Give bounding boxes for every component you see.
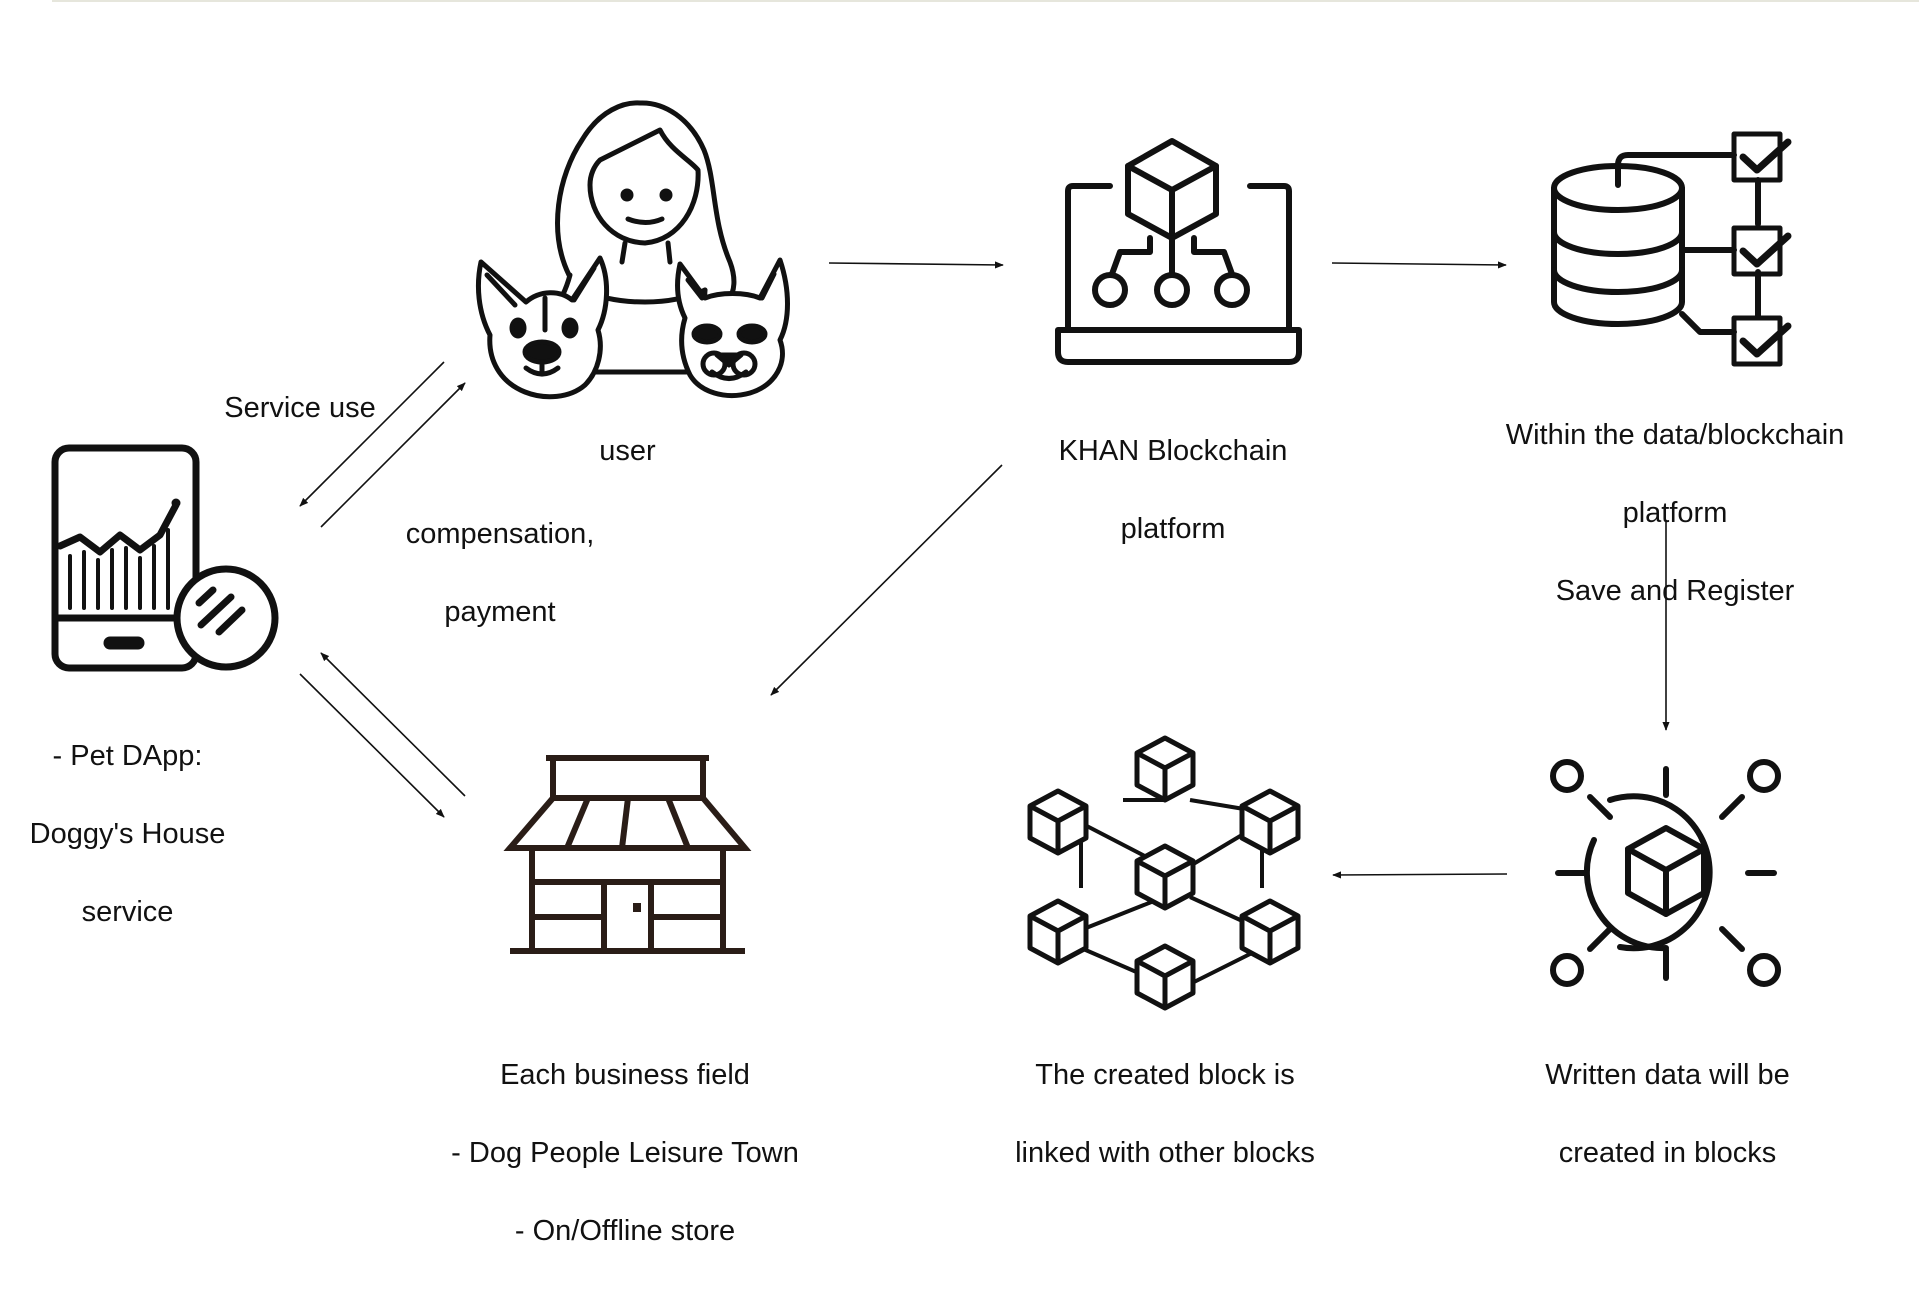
label-linked-blocks-line-2: linked with other blocks [1015, 1137, 1315, 1169]
edge-block-creation-to-linked-blocks [1332, 871, 1508, 879]
label-store-line-2: - Dog People Leisure Town [451, 1137, 799, 1169]
label-database-line-3: Save and Register [1555, 575, 1795, 607]
edge-label-compensation: compensation, payment [380, 476, 620, 671]
edge-label-service-use: Service use [195, 350, 405, 467]
label-store: Each business field - Dog People Leisure… [430, 1017, 820, 1290]
label-user: user [555, 393, 700, 510]
laptop-blockchain-icon [1055, 138, 1302, 365]
label-pet-dapp-line-1: - Pet DApp: [52, 740, 203, 772]
diagram-canvas [51, 100, 1792, 1011]
label-khan-line-2: platform [1120, 513, 1226, 545]
edge-khan-to-database [1331, 261, 1507, 269]
top-rule [52, 0, 1919, 2]
label-database-line-2: platform [1622, 497, 1728, 529]
label-store-line-1: Each business field [500, 1059, 750, 1091]
edge-user-to-pet-dapp [299, 361, 445, 507]
block-cube-bottom [1134, 943, 1196, 1011]
label-store-line-3: - On/Offline store [514, 1215, 736, 1247]
woman-with-pets-icon [475, 100, 790, 400]
label-linked-blocks-line-1: The created block is [1035, 1059, 1295, 1091]
block-cube-lower-right [1239, 898, 1301, 966]
edge-label-compensation-line-1: compensation, [405, 518, 595, 550]
label-user-line-1: user [599, 435, 656, 467]
block-cube-top [1134, 735, 1196, 803]
block-cube-upper-right [1239, 788, 1301, 856]
edge-user-to-khan [828, 261, 1004, 269]
label-pet-dapp-line-2: Doggy's House [29, 818, 226, 850]
block-cube-lower-left [1027, 898, 1089, 966]
label-block-creation: Written data will be created in blocks [1500, 1017, 1835, 1212]
edge-label-service-use-text: Service use [224, 392, 376, 424]
storefront-icon [503, 755, 752, 954]
label-block-creation-line-2: created in blocks [1558, 1137, 1777, 1169]
label-block-creation-line-1: Written data will be [1545, 1059, 1790, 1091]
label-pet-dapp-line-3: service [81, 896, 174, 928]
edge-store-to-pet-dapp [320, 652, 466, 797]
edge-pet-dapp-to-user [320, 382, 466, 528]
label-linked-blocks: The created block is linked with other b… [985, 1017, 1345, 1212]
edges [299, 261, 1670, 879]
database-checklist-icon [1551, 131, 1792, 367]
label-khan-blockchain: KHAN Blockchain platform [1018, 393, 1328, 588]
edge-pet-dapp-to-store [299, 673, 445, 818]
label-khan-line-1: KHAN Blockchain [1058, 435, 1288, 467]
label-database: Within the data/blockchain platform Save… [1470, 377, 1880, 650]
block-network-icon [1027, 735, 1301, 1011]
block-cube-upper-left [1027, 788, 1089, 856]
label-pet-dapp: - Pet DApp: Doggy's House service [0, 698, 255, 971]
block-hub-icon [1550, 759, 1781, 987]
block-cube-center [1134, 843, 1196, 911]
edge-khan-to-store [770, 464, 1003, 696]
edge-label-compensation-line-2: payment [444, 596, 556, 628]
label-database-line-1: Within the data/blockchain [1505, 419, 1845, 451]
phone-chart-coin-icon [51, 444, 279, 672]
